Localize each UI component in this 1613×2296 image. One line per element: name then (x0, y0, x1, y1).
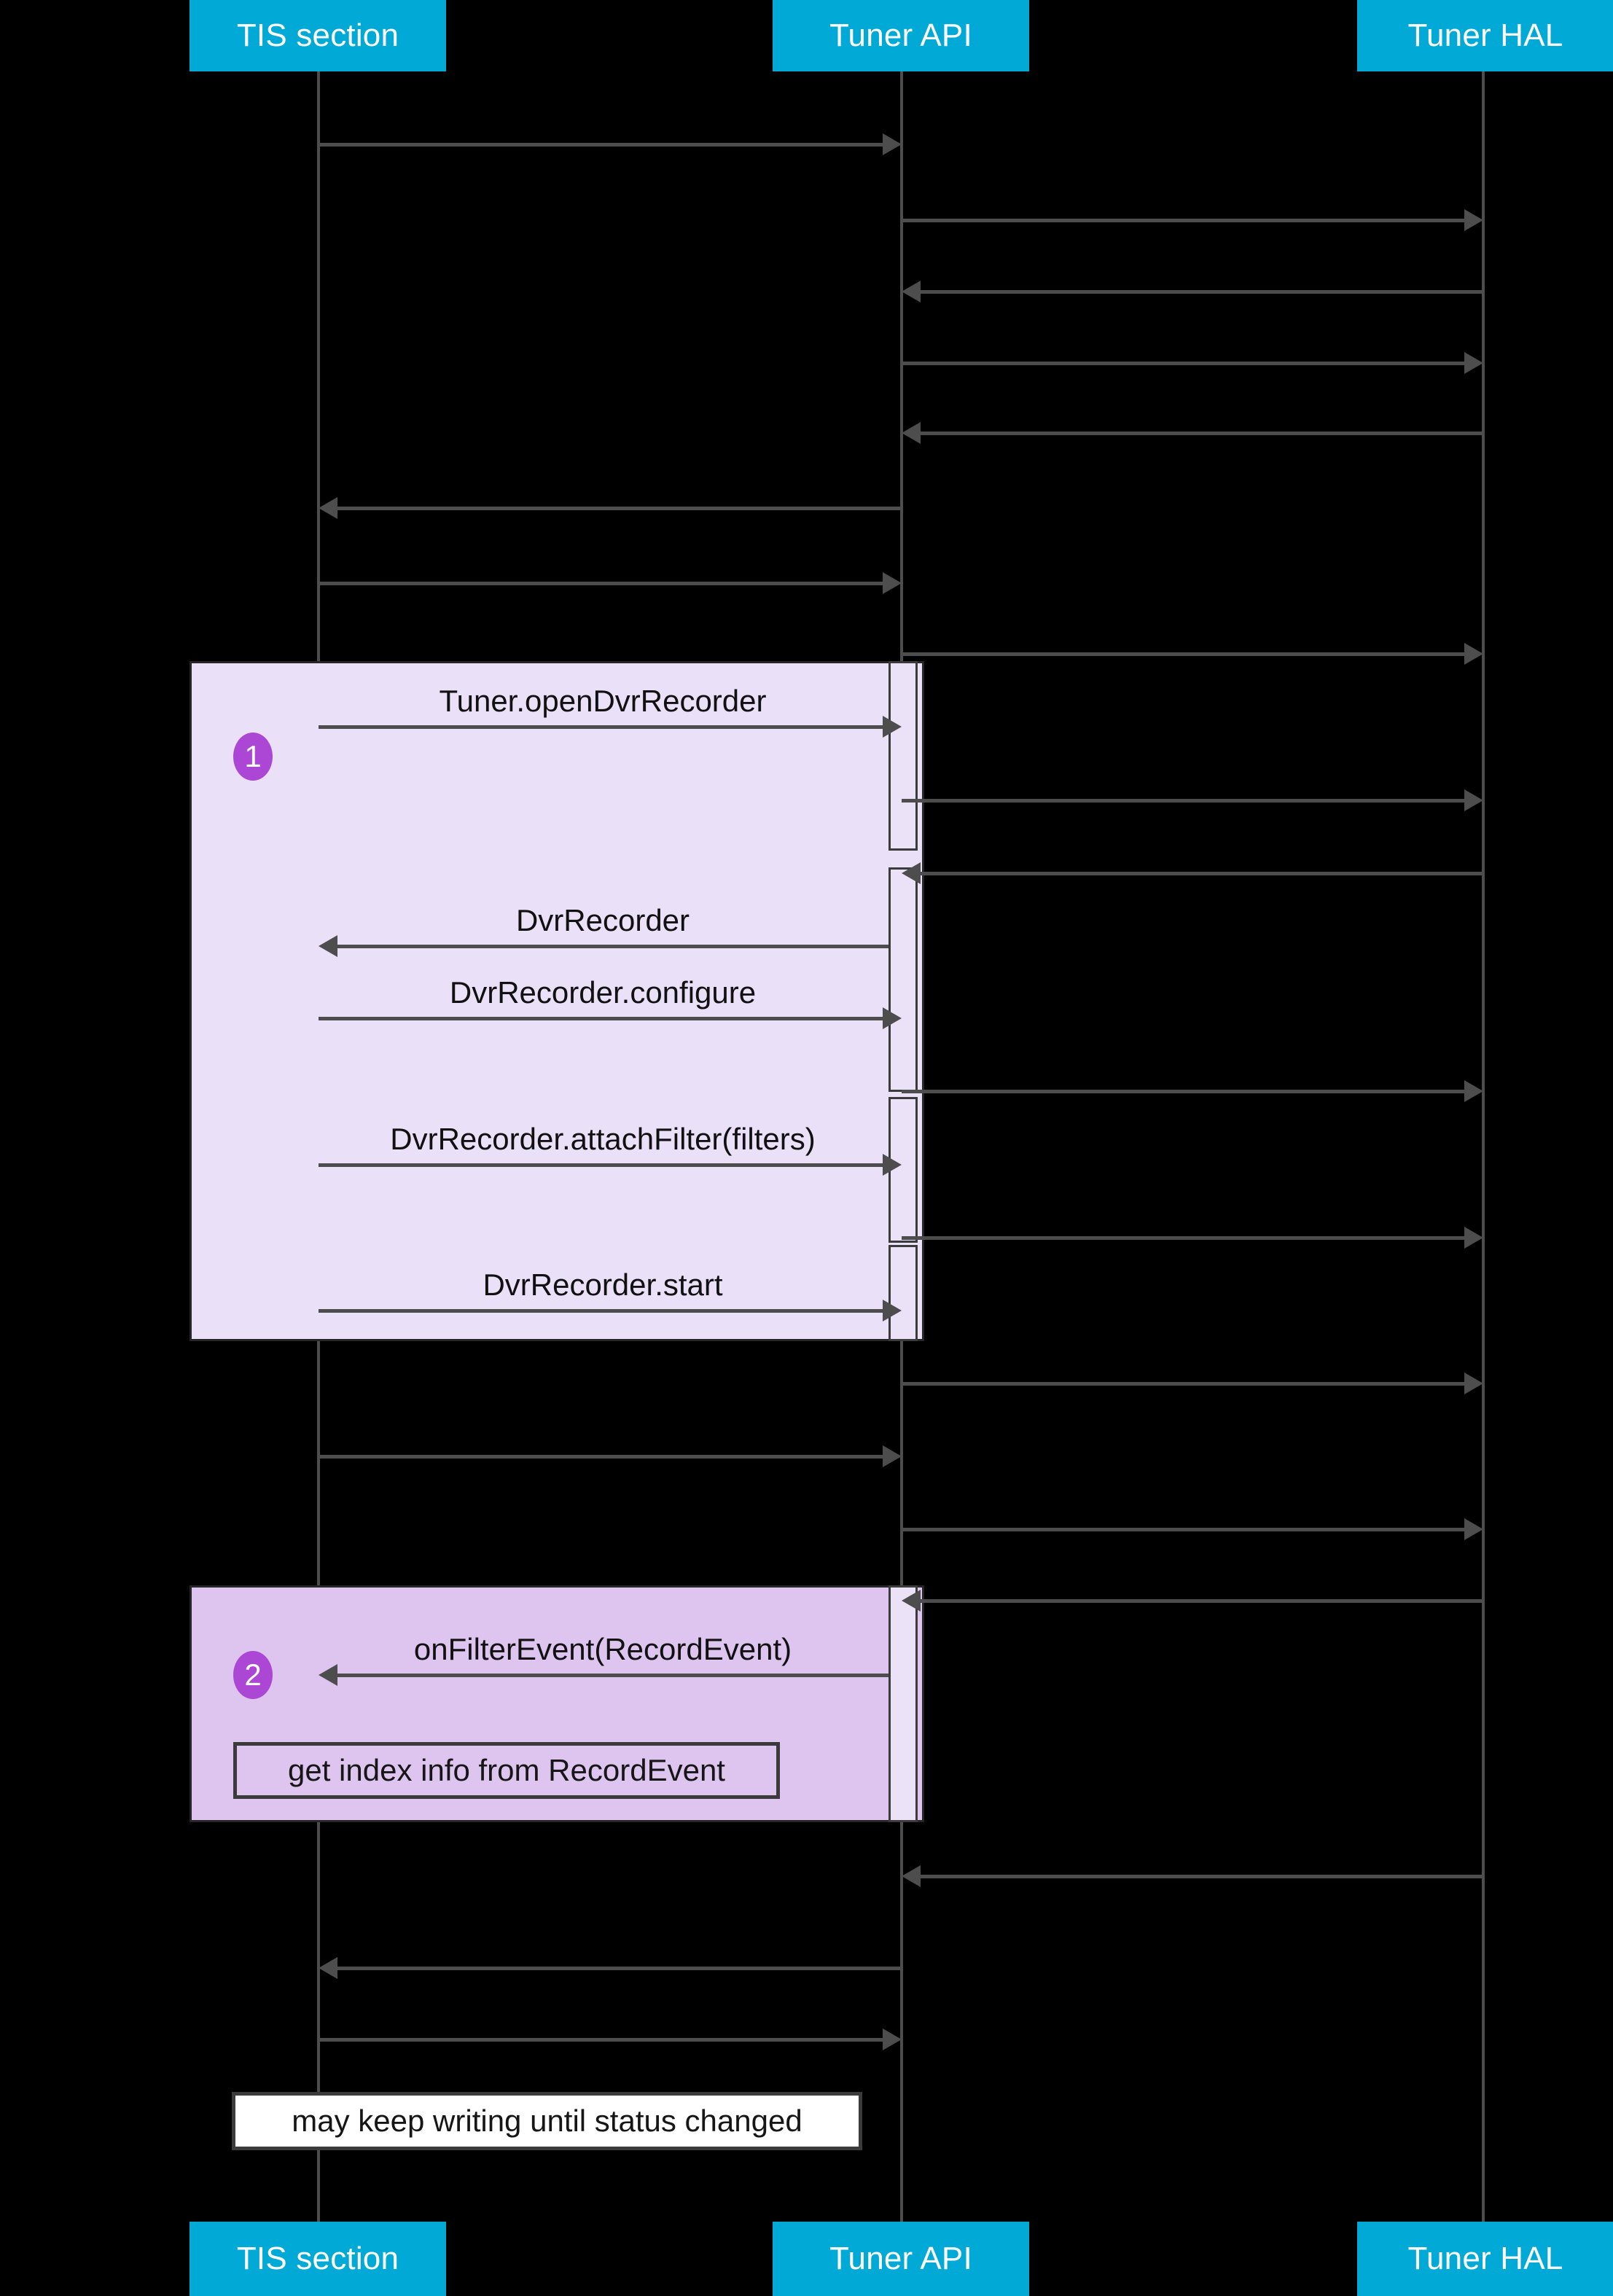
arrowhead-right-icon (1464, 1518, 1483, 1540)
arrowhead-right-icon (883, 572, 902, 594)
arrowhead-right-icon (883, 716, 902, 738)
message-label: onFilterEvent(RecordEvent) (413, 1632, 792, 1666)
activation-bar-api-1 (888, 661, 918, 851)
arrowhead-right-icon (1464, 352, 1483, 374)
message-line (335, 1967, 902, 1970)
arrowhead-right-icon (883, 1445, 902, 1467)
actor-header-tis[interactable]: TIS section (190, 0, 446, 71)
arrowhead-right-icon (1464, 643, 1483, 665)
message-line (918, 1599, 1483, 1603)
message-label: DvrRecorder.configure (449, 975, 757, 1010)
arrowhead-left-icon (902, 862, 921, 884)
message-line (902, 362, 1469, 365)
fragment-badge-2: 2 (233, 1651, 273, 1699)
message-label: Tuner.openDvrRecorder (439, 684, 767, 718)
note-get-index-info: get index info from RecordEvent (233, 1742, 780, 1799)
fragment-1 (190, 661, 924, 1341)
message-line (902, 1382, 1469, 1386)
arrowhead-right-icon (883, 1300, 902, 1321)
arrowhead-right-icon (883, 133, 902, 155)
arrowhead-left-icon (319, 1664, 337, 1686)
message-line (319, 143, 887, 147)
arrowhead-right-icon (883, 1154, 902, 1176)
arrowhead-right-icon (1464, 789, 1483, 811)
activation-bar-api-5 (888, 1585, 918, 1822)
actor-header-hal[interactable]: Tuner HAL (1357, 0, 1613, 71)
message-line (918, 290, 1483, 294)
fragment-badge-1: 1 (233, 733, 273, 781)
message-line (902, 219, 1469, 222)
actor-footer-tis[interactable]: TIS section (190, 2222, 446, 2296)
arrowhead-right-icon (1464, 1372, 1483, 1394)
message-line (902, 1236, 1469, 1240)
activation-bar-api-4 (888, 1245, 918, 1341)
message-line (902, 799, 1469, 803)
message-line (319, 582, 887, 585)
arrowhead-right-icon (883, 1007, 902, 1029)
arrowhead-right-icon (883, 2028, 902, 2050)
actor-footer-hal[interactable]: Tuner HAL (1357, 2222, 1613, 2296)
message-line (319, 1017, 887, 1020)
message-label: DvrRecorder.attachFilter(filters) (390, 1122, 816, 1156)
message-line (319, 1309, 887, 1313)
message-line (335, 1674, 888, 1677)
message-line (902, 652, 1469, 656)
message-line (902, 1528, 1469, 1531)
arrowhead-left-icon (319, 497, 337, 519)
message-line (918, 1875, 1483, 1878)
message-line (319, 2038, 887, 2042)
message-label: DvrRecorder.start (483, 1268, 723, 1302)
arrowhead-left-icon (902, 281, 921, 302)
arrowhead-left-icon (902, 422, 921, 444)
message-line (902, 1090, 1469, 1093)
message-line (319, 725, 887, 729)
arrowhead-left-icon (902, 1590, 921, 1612)
message-line (335, 945, 888, 948)
message-line (335, 507, 902, 510)
lifeline-hal (1482, 71, 1485, 2229)
message-line (918, 872, 1483, 875)
arrowhead-left-icon (902, 1865, 921, 1887)
arrowhead-right-icon (1464, 1080, 1483, 1102)
activation-bar-api-2 (888, 867, 918, 1092)
message-line (319, 1163, 887, 1167)
arrowhead-left-icon (319, 935, 337, 957)
message-line (319, 1455, 887, 1459)
arrowhead-right-icon (1464, 1227, 1483, 1249)
arrowhead-left-icon (319, 1957, 337, 1979)
message-label: DvrRecorder (515, 903, 690, 937)
actor-header-api[interactable]: Tuner API (773, 0, 1029, 71)
actor-footer-api[interactable]: Tuner API (773, 2222, 1029, 2296)
message-line (918, 432, 1483, 435)
note-may-keep-writing: may keep writing until status changed (232, 2092, 862, 2150)
arrowhead-right-icon (1464, 209, 1483, 231)
